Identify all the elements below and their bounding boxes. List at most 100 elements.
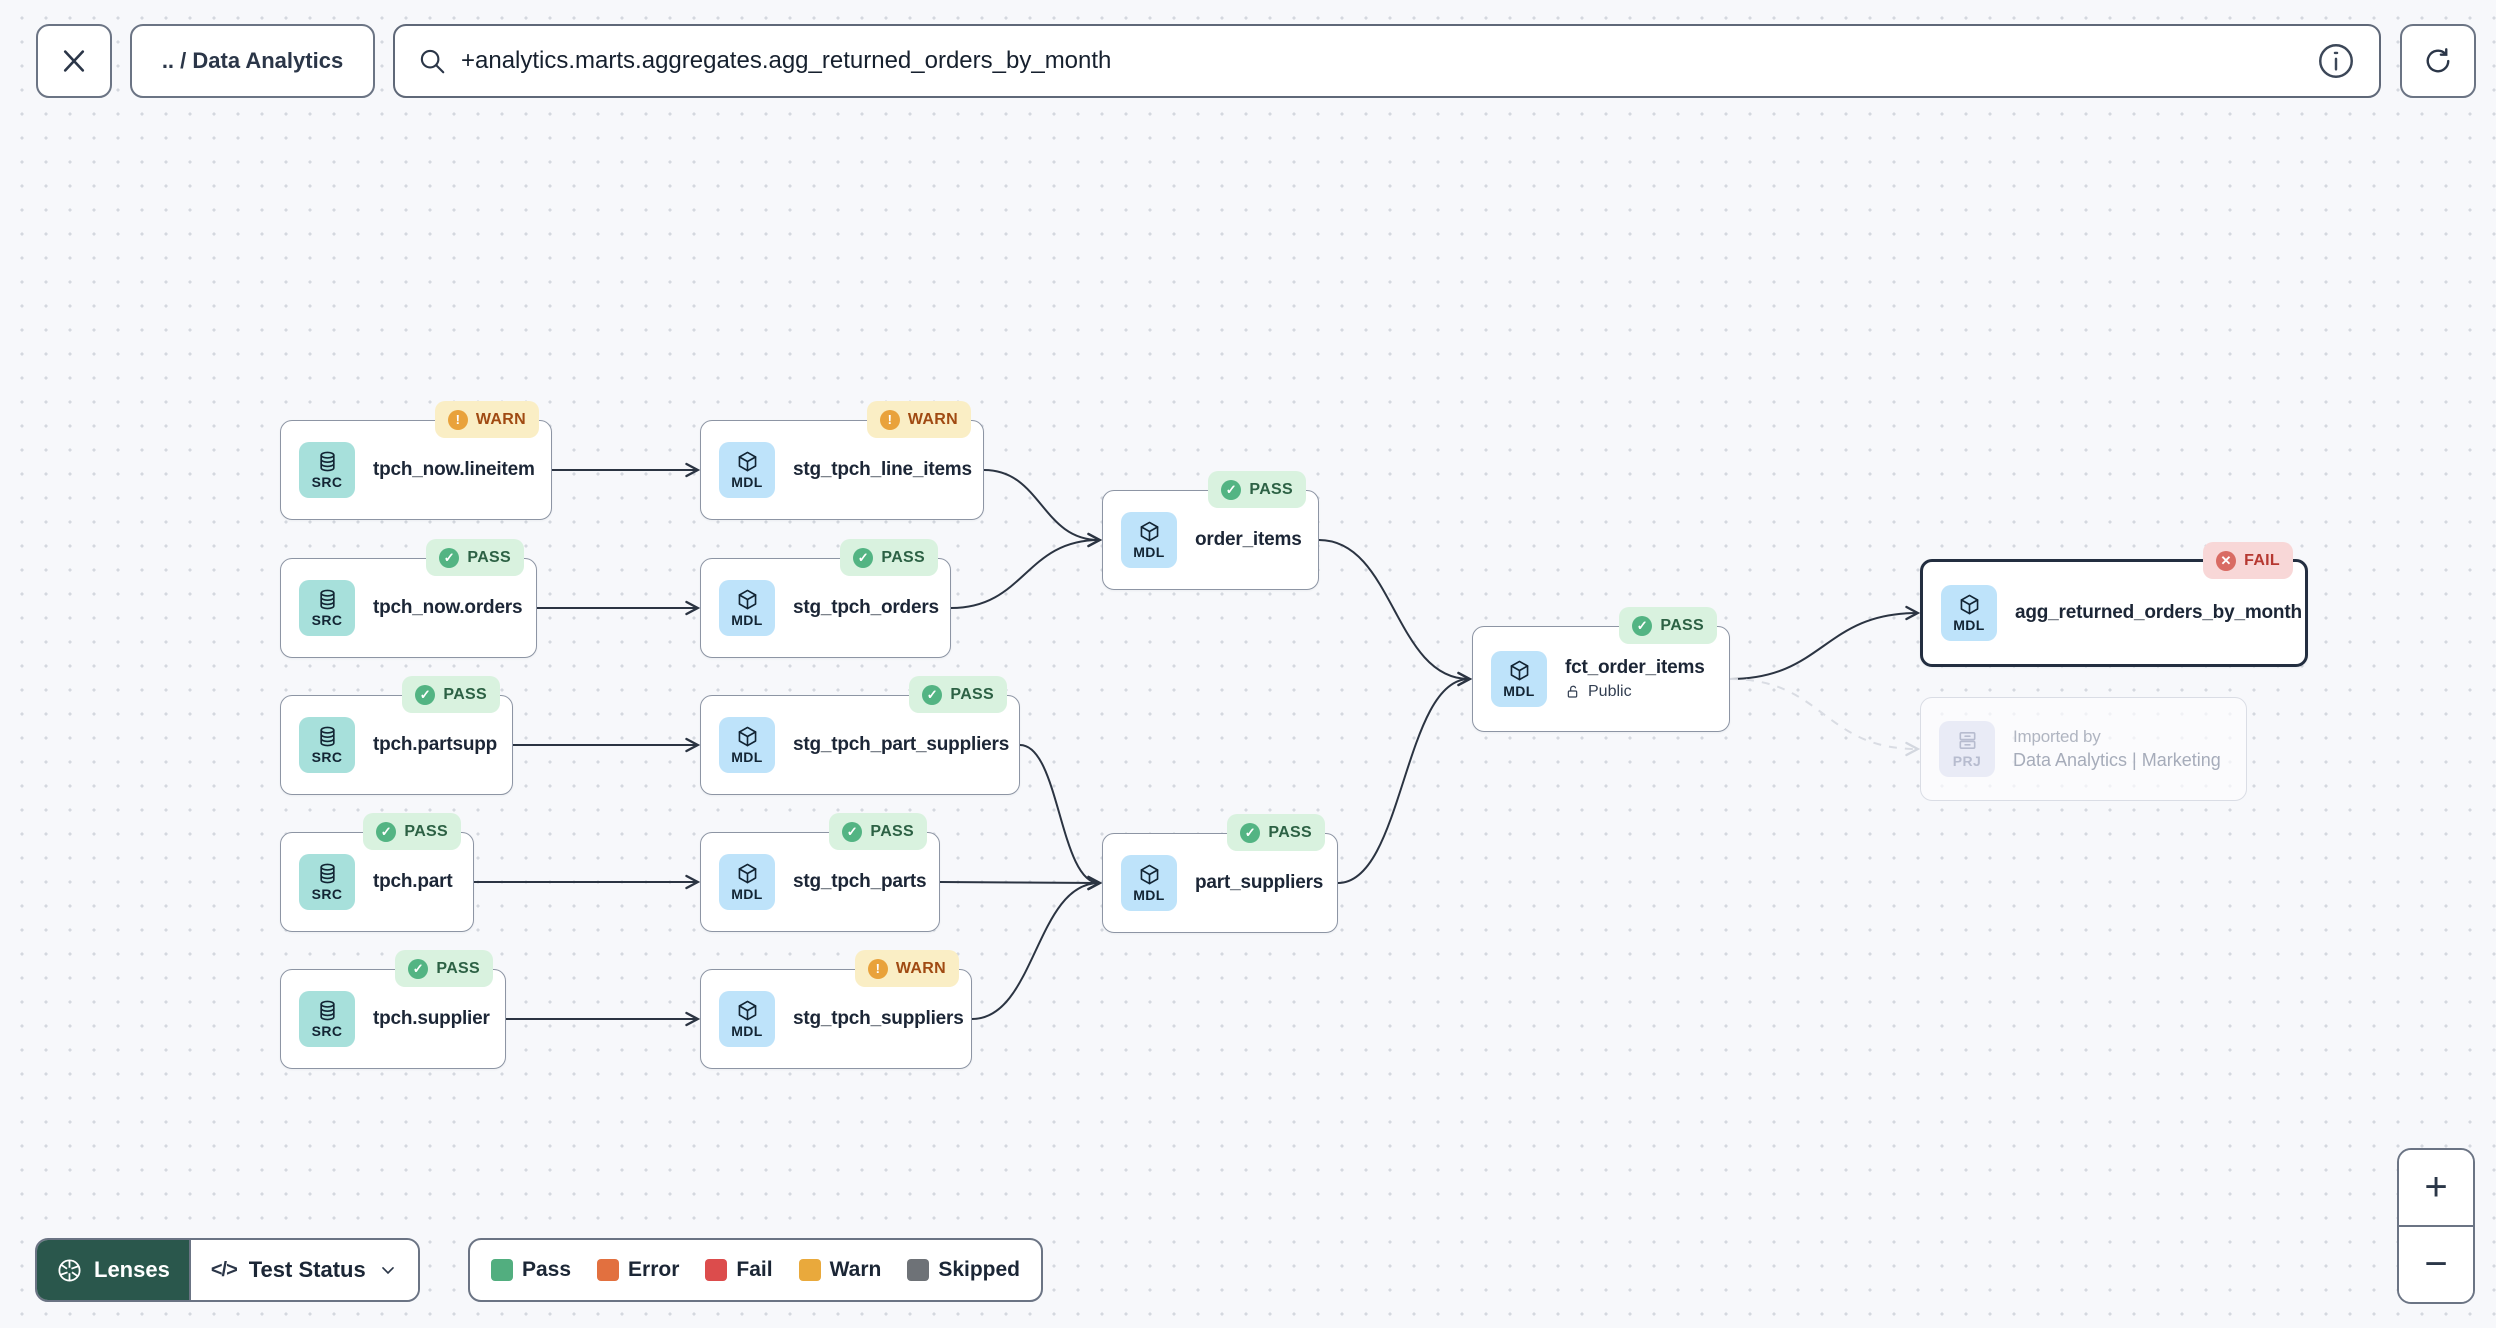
cube-icon (1140, 521, 1158, 542)
edge-fct_order_items-to-agg_returned_orders_by_month (1729, 613, 1917, 680)
status-badge-pass: ✓ PASS (840, 539, 938, 576)
warn-status-icon: ! (447, 409, 468, 430)
node-title: tpch.partsupp (373, 734, 498, 755)
status-badge-warn: ! WARN (434, 401, 539, 438)
node-type-icon-src: SRC (299, 442, 355, 498)
node-type-label: MDL (1953, 617, 1985, 633)
database-icon (319, 863, 335, 884)
legend-label: Warn (829, 1258, 882, 1281)
node-type-icon-src: SRC (299, 717, 355, 773)
status-badge-label: PASS (1660, 616, 1704, 634)
database-icon (319, 1000, 335, 1021)
node-title: part_suppliers (1195, 872, 1324, 893)
close-button[interactable] (36, 24, 112, 98)
node-type-icon-prj: PRJ (1939, 721, 1995, 777)
refresh-button[interactable] (2400, 24, 2476, 98)
status-badge-label: PASS (870, 822, 914, 840)
chevron-down-icon (381, 1267, 394, 1275)
warn-status-icon: ! (867, 958, 888, 979)
node-type-icon-mdl: MDL (719, 854, 775, 910)
breadcrumb[interactable]: .. / Data Analytics (130, 24, 375, 98)
lenses-button[interactable]: Lenses (37, 1240, 189, 1300)
edge-stg_tpch_parts-to-part_suppliers (939, 882, 1099, 883)
node-type-icon-mdl: MDL (1121, 855, 1177, 911)
edge-stg_tpch_suppliers-to-part_suppliers (971, 883, 1099, 1020)
zoom-controls: + − (2397, 1148, 2475, 1304)
node-type-icon-mdl: MDL (719, 991, 775, 1047)
project-icon (1958, 732, 1976, 749)
info-icon[interactable] (2315, 40, 2357, 82)
graph-node-stg_tpch_orders[interactable]: ✓ PASS MDL stg_tpch_orders (700, 539, 951, 658)
graph-node-part_suppliers[interactable]: ✓PASS MDL part_suppliers (1102, 814, 1338, 933)
fail-status-icon: ✕ (2216, 550, 2237, 571)
status-badge-pass: ✓PASS (829, 813, 927, 850)
zoom-out-button[interactable]: − (2399, 1225, 2473, 1302)
legend-item-error: Error (597, 1258, 679, 1282)
status-badge-fail: ✕FAIL (2203, 542, 2293, 579)
status-badge-label: WARN (475, 410, 526, 428)
legend-label: Skipped (938, 1258, 1021, 1281)
graph-node-order_items[interactable]: ✓PASS MDL order_items (1102, 471, 1319, 590)
node-type-icon-mdl: MDL (719, 442, 775, 498)
lens-control: Lenses </> Test Status (35, 1238, 420, 1302)
node-type-label: SRC (311, 474, 343, 490)
node-type-icon-mdl: MDL (719, 580, 775, 636)
graph-node-tpch_now_lineitem[interactable]: ! WARN SRC tpch_now.lineitem (280, 401, 552, 520)
status-badge-pass: ✓PASS (909, 676, 1007, 713)
node-title: Imported by (2013, 727, 2101, 746)
node-title: tpch_now.lineitem (373, 459, 535, 480)
node-type-label: MDL (731, 1023, 763, 1039)
status-badge-warn: ! WARN (866, 401, 971, 438)
lens-dropdown[interactable]: </> Test Status (188, 1240, 418, 1300)
aperture-icon (58, 1258, 81, 1282)
node-title: stg_tpch_orders (793, 597, 939, 618)
database-icon (319, 451, 335, 472)
cube-icon (738, 451, 756, 472)
close-icon (63, 50, 85, 72)
node-type-icon-src: SRC (299, 580, 355, 636)
legend-label: Fail (736, 1258, 773, 1281)
status-badge-pass: ✓PASS (1227, 814, 1325, 851)
node-type-label: MDL (1133, 544, 1165, 560)
node-type-label: SRC (311, 1023, 343, 1039)
legend-item-pass: Pass (491, 1258, 571, 1282)
edge-stg_tpch_line_items-to-order_items (983, 469, 1099, 540)
legend-swatch-fail (705, 1259, 728, 1281)
search-input[interactable] (461, 47, 2301, 75)
node-type-icon-mdl: MDL (1491, 651, 1547, 707)
status-badge-label: PASS (404, 822, 448, 840)
status-badge-pass: ✓PASS (1619, 607, 1717, 644)
node-title: order_items (1195, 529, 1302, 550)
status-badge-pass: ✓PASS (1208, 471, 1306, 508)
legend-swatch-skipped (907, 1259, 930, 1281)
warn-status-icon: ! (879, 409, 900, 430)
node-title: tpch_now.orders (373, 597, 523, 618)
status-badge-label: PASS (881, 548, 925, 566)
status-badge-label: WARN (907, 410, 958, 428)
pass-status-icon: ✓ (415, 684, 436, 705)
status-badge-label: PASS (1249, 480, 1293, 498)
edge-order_items-to-fct_order_items (1318, 539, 1469, 679)
node-type-label: MDL (1503, 683, 1535, 699)
node-type-label: SRC (311, 886, 343, 902)
legend-swatch-error (597, 1259, 620, 1281)
lens-selected-label: Test Status (248, 1257, 366, 1282)
pass-status-icon: ✓ (853, 547, 874, 568)
legend-swatch-pass (491, 1259, 513, 1281)
status-badge-label: PASS (950, 685, 994, 703)
zoom-in-button[interactable]: + (2399, 1150, 2473, 1225)
edge-fct_order_items-to-imported_by (1729, 678, 1917, 749)
code-icon: </> (210, 1258, 238, 1281)
